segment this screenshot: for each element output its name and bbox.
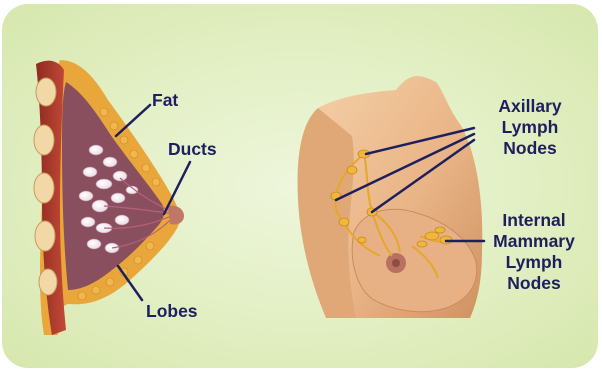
internal-line-2: Mammary [482,231,586,252]
axillary-line-3: Nodes [482,138,578,159]
axillary-line-1: Axillary [482,96,578,117]
torso-illustration [298,76,483,318]
fat-label: Fat [152,90,178,111]
internal-line-3: Lymph [482,252,586,273]
internal-mammary-lymph-nodes-label: Internal Mammary Lymph Nodes [482,210,586,294]
nipple-right [392,259,400,267]
axillary-line-2: Lymph [482,117,578,138]
internal-line-4: Nodes [482,273,586,294]
nipple [168,206,184,225]
lobes-label: Lobes [146,301,198,322]
ducts-label: Ducts [168,139,217,160]
ducts-leader [164,162,190,214]
internal-line-1: Internal [482,210,586,231]
arm [298,108,356,318]
axillary-lymph-nodes-label: Axillary Lymph Nodes [482,96,578,159]
